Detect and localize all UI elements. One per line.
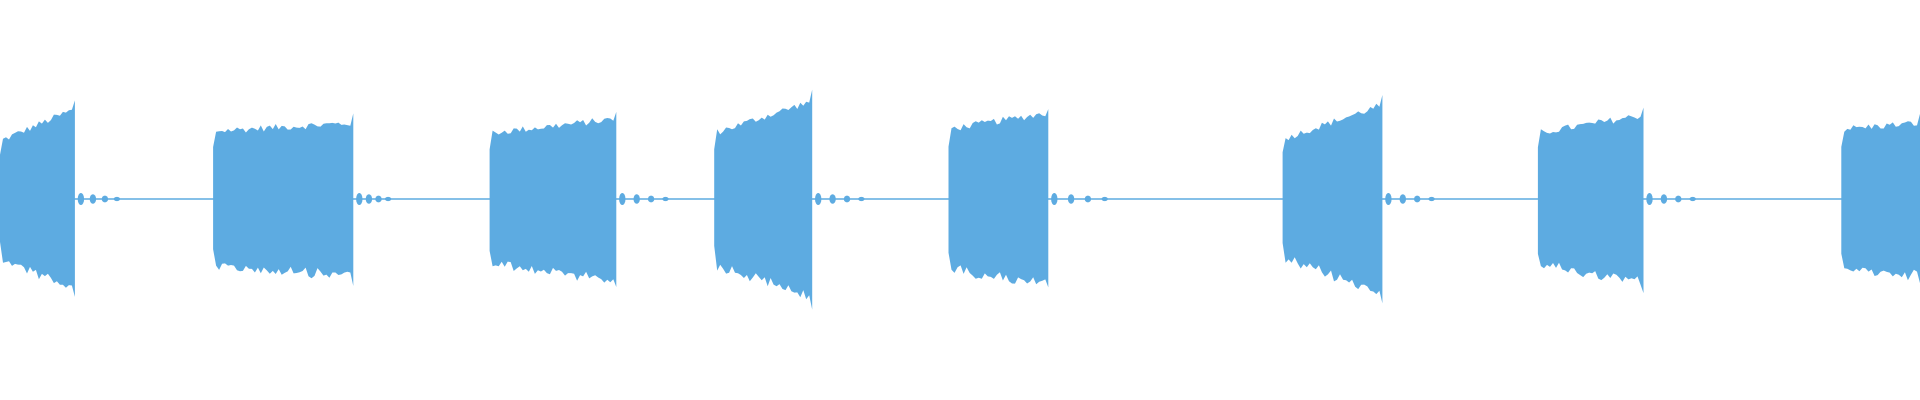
decay-tail-5 bbox=[1051, 193, 1108, 205]
waveform-burst-5 bbox=[948, 109, 1049, 288]
waveform-burst-4 bbox=[714, 89, 813, 310]
waveform-burst-2 bbox=[213, 113, 354, 287]
waveform-burst-6 bbox=[1282, 95, 1383, 304]
waveform-burst-3 bbox=[489, 111, 617, 288]
waveform-bursts bbox=[0, 89, 1920, 310]
waveform-burst-7 bbox=[1537, 107, 1644, 294]
decay-tail-6 bbox=[1385, 193, 1435, 205]
decay-tail-1 bbox=[77, 193, 121, 205]
decay-tail-4 bbox=[815, 193, 865, 205]
waveform-burst-1 bbox=[0, 100, 75, 297]
waveform-decay-tails bbox=[77, 193, 1696, 205]
waveform-burst-8 bbox=[1841, 113, 1920, 284]
decay-tail-3 bbox=[619, 193, 669, 205]
decay-tail-7 bbox=[1646, 193, 1696, 205]
decay-tail-2 bbox=[356, 193, 392, 205]
